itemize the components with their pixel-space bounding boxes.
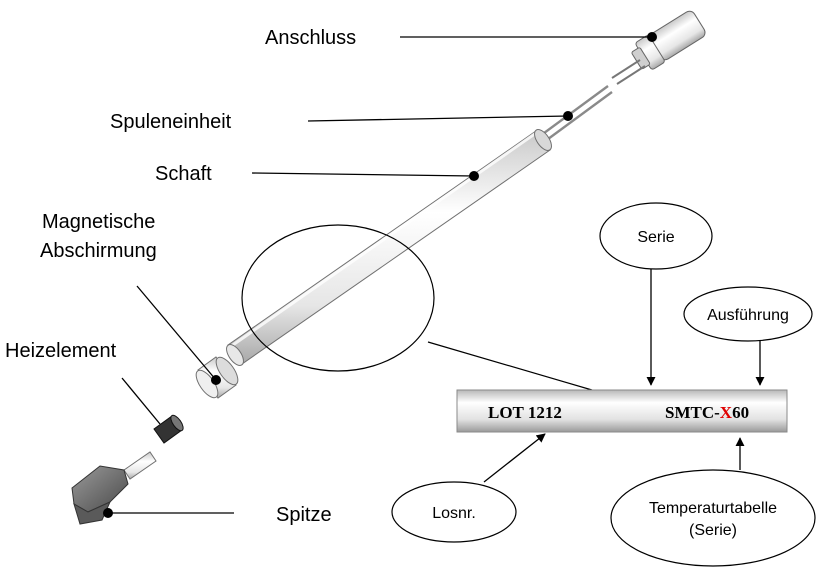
arrow-losnr (483, 433, 546, 483)
leader-heizelement (121, 377, 161, 425)
bubble-temp-label-2: (Serie) (689, 522, 737, 539)
dot-anschluss (647, 32, 657, 42)
label-schaft: Schaft (155, 163, 212, 185)
heater-element-part (153, 414, 184, 444)
zoom-ellipse (241, 224, 435, 372)
bubble-serie (599, 202, 713, 270)
leader-schaft (251, 172, 475, 177)
label-spitze: Spitze (276, 504, 332, 526)
bubble-serie-label: Serie (637, 229, 674, 246)
marking-bar (456, 389, 788, 433)
dot-abschirmung (211, 375, 221, 385)
zoom-leader (427, 341, 593, 391)
model-prefix: SMTC- (665, 403, 720, 422)
leader-spuleneinheit (307, 115, 569, 122)
label-magnetische: Magnetische (42, 211, 155, 233)
label-spuleneinheit: Spuleneinheit (110, 111, 232, 133)
dot-schaft (469, 171, 479, 181)
bubble-losnr (391, 481, 517, 543)
label-abschirmung: Abschirmung (40, 240, 157, 262)
model-code: SMTC-X60 (665, 403, 749, 422)
model-suffix: 60 (732, 403, 749, 422)
model-variant: X (720, 403, 733, 422)
bubble-temperaturtabelle (610, 469, 816, 567)
dot-spuleneinheit (563, 111, 573, 121)
coil-unit-part (539, 85, 613, 143)
lot-number: LOT 1212 (488, 403, 562, 422)
shaft-part (226, 129, 552, 366)
bubble-ausfuehrung-label: Ausführung (707, 307, 789, 324)
bubble-ausfuehrung (683, 286, 813, 342)
connector-part (631, 10, 706, 70)
label-heizelement: Heizelement (5, 340, 117, 362)
bubble-temp-label-1: Temperaturtabelle (649, 500, 777, 517)
leader-abschirmung (136, 285, 217, 381)
label-anschluss: Anschluss (265, 27, 356, 49)
bubble-losnr-label: Losnr. (432, 505, 476, 522)
